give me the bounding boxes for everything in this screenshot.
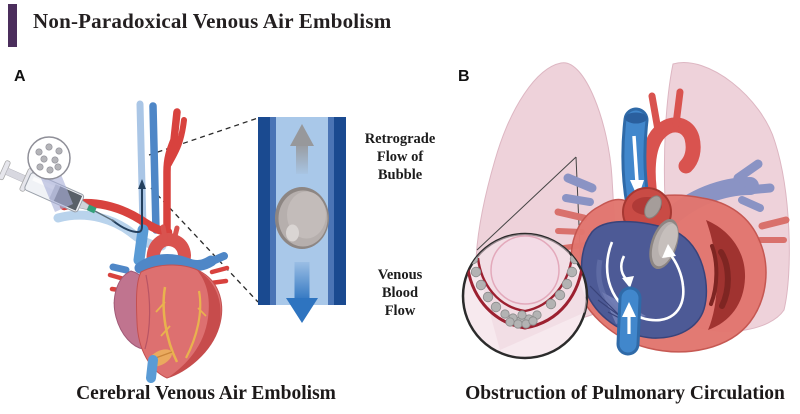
panel-a-label: A [14, 68, 26, 85]
ivc [146, 355, 158, 383]
pulmonary-trunk [134, 254, 217, 274]
ivc-flow-arrow-icon [622, 302, 636, 334]
retrograde-flow-label-line: Bubble [377, 167, 423, 183]
venous-flow-label-line: Flow [384, 303, 416, 319]
panel-a-illustration [0, 100, 346, 383]
catheter-arrow-icon [138, 179, 146, 189]
heart-cross-section [554, 88, 790, 356]
coronary-vessels [155, 286, 207, 363]
title-accent-bar [8, 4, 17, 47]
venous-flow-label: Venous Blood Flow [348, 266, 452, 320]
air-bubble [275, 187, 329, 249]
vessel-inset [258, 117, 346, 323]
catheter-line [111, 179, 146, 234]
rv-flow-arrows-icon [605, 241, 685, 322]
figure-title: Non-Paradoxical Venous Air Embolism [33, 9, 392, 33]
retrograde-arrow-icon [290, 124, 314, 174]
retrograde-flow-label-line: Flow of [376, 149, 424, 165]
neck-vessels [136, 100, 187, 234]
venous-flow-label-line: Venous [377, 267, 423, 283]
venous-flow-label-line: Blood [381, 285, 419, 301]
vessel-wall-inner [476, 255, 574, 313]
svc [133, 224, 149, 266]
venous-flow-arrow-icon [286, 262, 318, 323]
panel-b-label: B [458, 68, 470, 85]
vessel-cross-section-inset [461, 232, 589, 360]
panel-b-illustration [461, 62, 790, 360]
heart-illustration [107, 224, 230, 383]
air-bubbles-magnifier-icon [27, 136, 73, 212]
aorta-branches [160, 224, 180, 243]
vessel-lumen-circle [490, 235, 560, 305]
vessel-wall-right [334, 117, 346, 305]
retrograde-flow-label: Retrograde Flow of Bubble [348, 130, 452, 184]
svc-flow-arrow-icon [630, 135, 644, 198]
panel-b-caption: Obstruction of Pulmonary Circulation [465, 383, 785, 404]
vessel-wall-left [258, 117, 270, 305]
panel-a-caption: Cerebral Venous Air Embolism [76, 383, 336, 404]
inferior-vena-cava [616, 286, 642, 356]
aorta [640, 88, 701, 216]
air-bubble-dots [35, 143, 63, 174]
retrograde-flow-label-line: Retrograde [364, 131, 436, 147]
